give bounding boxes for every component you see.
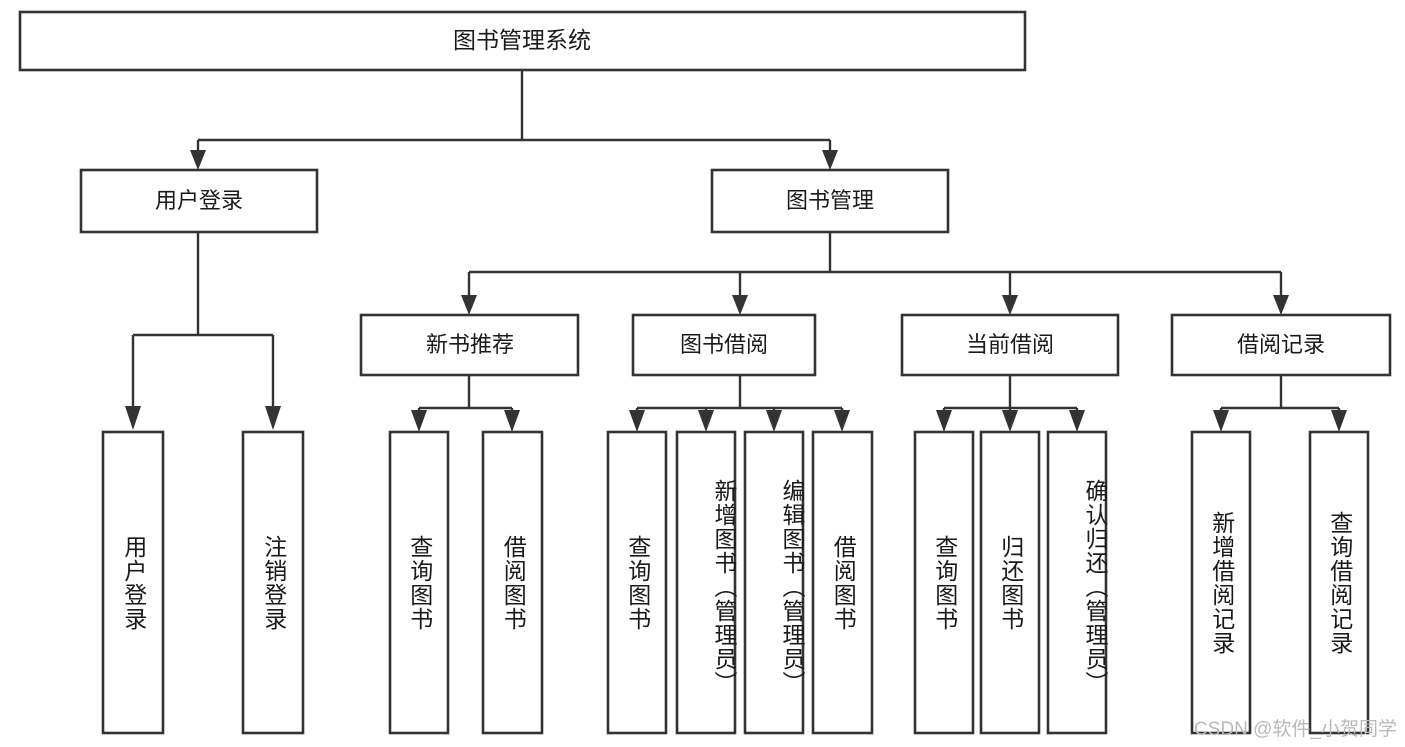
node-root-label: 图书管理系统	[453, 27, 591, 53]
arrow-head-leaf-logout-login	[265, 406, 281, 430]
node-leaf-borrow-book-2-box[interactable]	[811, 430, 874, 735]
node-leaf-query-book-3-box[interactable]	[913, 430, 975, 735]
node-book-manage[interactable]: 图书管理	[710, 168, 950, 234]
node-leaf-add-book-box[interactable]	[675, 430, 737, 735]
node-borrow-record-label: 借阅记录	[1237, 332, 1325, 357]
node-user-login-box[interactable]	[79, 168, 319, 234]
node-new-book-recommend-label: 新书推荐	[426, 332, 514, 357]
arrow-head-book-manage	[822, 150, 838, 170]
node-user-login-label: 用户登录	[155, 188, 243, 213]
node-borrow-record-box[interactable]	[1170, 313, 1392, 377]
node-root-box[interactable]	[18, 10, 1027, 72]
arrow-head-leaf-query-book-1	[411, 410, 427, 432]
node-root[interactable]: 图书管理系统	[18, 10, 1027, 72]
connector-group-root	[190, 70, 838, 170]
node-leaf-query-record-box[interactable]	[1308, 430, 1370, 735]
connector-group-book-borrow	[629, 375, 850, 432]
arrow-head-leaf-user-login	[125, 406, 141, 430]
arrow-head-leaf-return-book	[1002, 410, 1018, 432]
node-book-borrow[interactable]: 图书借阅	[631, 313, 817, 377]
node-borrow-record[interactable]: 借阅记录	[1170, 313, 1392, 377]
node-leaf-query-book-2-box[interactable]	[606, 430, 668, 735]
arrow-head-leaf-query-book-3	[936, 410, 952, 432]
arrow-head-user-login	[190, 150, 206, 170]
node-new-book-recommend-box[interactable]	[359, 313, 580, 377]
arrow-head-leaf-confirm-return	[1069, 410, 1085, 432]
arrow-head-leaf-query-record	[1331, 410, 1347, 432]
arrow-head-leaf-borrow-book-2	[834, 410, 850, 432]
arrow-head-leaf-add-record	[1213, 410, 1229, 432]
arrow-head-current-borrow	[1002, 295, 1018, 315]
node-book-manage-label: 图书管理	[786, 188, 874, 213]
node-current-borrow[interactable]: 当前借阅	[900, 313, 1120, 377]
node-book-manage-box[interactable]	[710, 168, 950, 234]
connector-group-user-login	[125, 232, 281, 430]
arrow-head-new-book-recommend	[461, 295, 477, 315]
node-new-book-recommend[interactable]: 新书推荐	[359, 313, 580, 377]
connector-group-current-borrow	[936, 375, 1085, 432]
node-leaf-confirm-return-box[interactable]	[1046, 430, 1108, 735]
node-leaf-add-record-box[interactable]	[1190, 430, 1252, 735]
arrow-head-borrow-record	[1273, 295, 1289, 315]
node-leaf-logout-login-box[interactable]	[241, 430, 305, 735]
node-user-login[interactable]: 用户登录	[79, 168, 319, 234]
node-book-borrow-box[interactable]	[631, 313, 817, 377]
node-current-borrow-box[interactable]	[900, 313, 1120, 377]
node-current-borrow-label: 当前借阅	[966, 332, 1054, 357]
node-leaf-edit-book-box[interactable]	[743, 430, 805, 735]
csdn-watermark: CSDN @软件_小贺同学	[1194, 719, 1397, 740]
node-leaf-borrow-book-1-box[interactable]	[481, 430, 544, 735]
node-book-borrow-label: 图书借阅	[680, 332, 768, 357]
connector-group-book-manage	[461, 232, 1289, 315]
arrow-head-leaf-query-book-2	[629, 410, 645, 432]
node-leaf-return-book-box[interactable]	[979, 430, 1041, 735]
node-leaf-user-login-box[interactable]	[101, 430, 165, 735]
arrow-head-leaf-edit-book	[766, 410, 782, 432]
arrow-head-leaf-borrow-book-1	[504, 410, 520, 432]
node-leaf-query-book-1-box[interactable]	[388, 430, 450, 735]
connector-group-new-book-recommend	[411, 375, 520, 432]
connector-group-borrow-record	[1213, 375, 1347, 432]
arrow-head-leaf-add-book	[698, 410, 714, 432]
arrow-head-book-borrow	[732, 295, 748, 315]
